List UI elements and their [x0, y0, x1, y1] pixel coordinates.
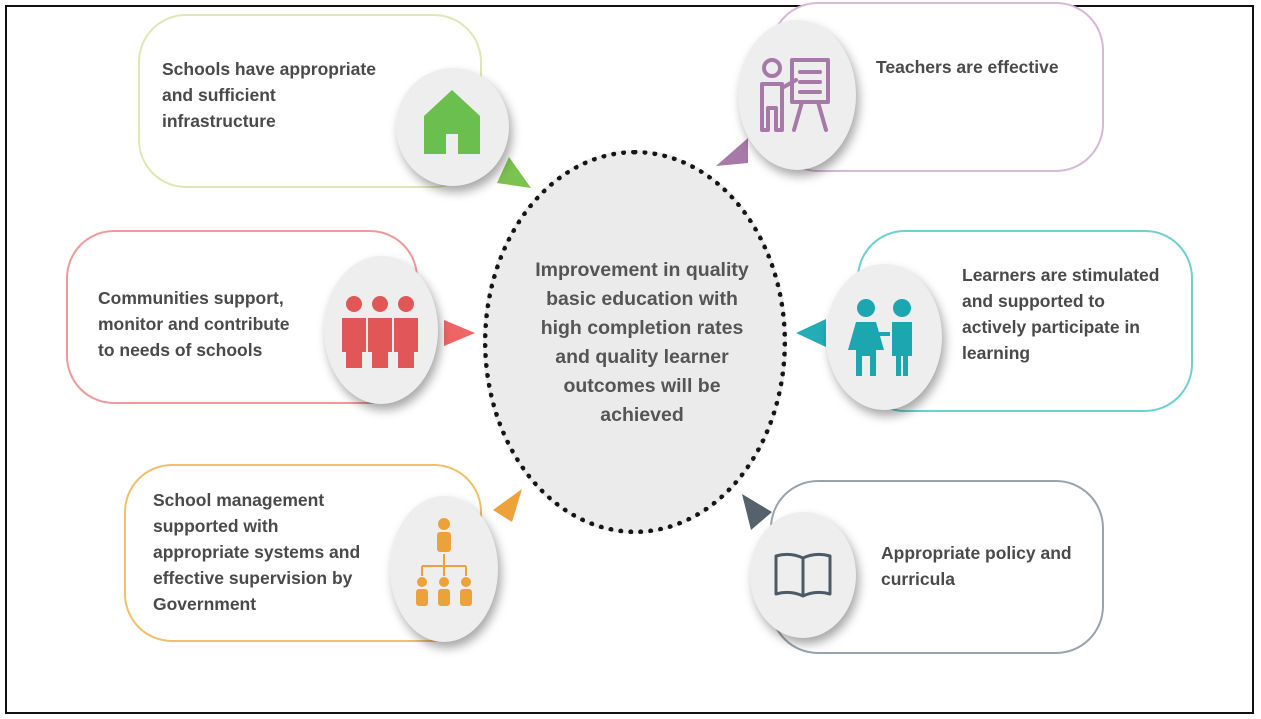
- policy-disc: [750, 512, 856, 638]
- learners-disc: [826, 264, 942, 410]
- teachers-disc: [738, 20, 856, 170]
- central-goal-circle: [483, 150, 787, 534]
- image-frame: [5, 5, 1254, 714]
- learners-arrow: [796, 319, 826, 347]
- infrastructure-arrow: [497, 157, 531, 188]
- communities-label: Communities support,monitor and contribu…: [98, 288, 290, 360]
- children-icon: [848, 299, 912, 376]
- communities-arrow: [444, 320, 475, 346]
- policy-arrow: [742, 494, 772, 530]
- org-chart-icon: [416, 518, 472, 606]
- teachers-label: Teachers are effective: [876, 57, 1059, 77]
- people-group-icon: [342, 296, 418, 368]
- management-arrow: [493, 489, 522, 522]
- management-disc: [390, 496, 498, 642]
- teacher-board-icon: [760, 58, 830, 132]
- teachers-arrow: [716, 138, 748, 166]
- house-icon: [424, 90, 480, 154]
- communities-disc: [324, 256, 438, 404]
- infrastructure-disc: [396, 68, 509, 186]
- book-icon: [774, 552, 832, 598]
